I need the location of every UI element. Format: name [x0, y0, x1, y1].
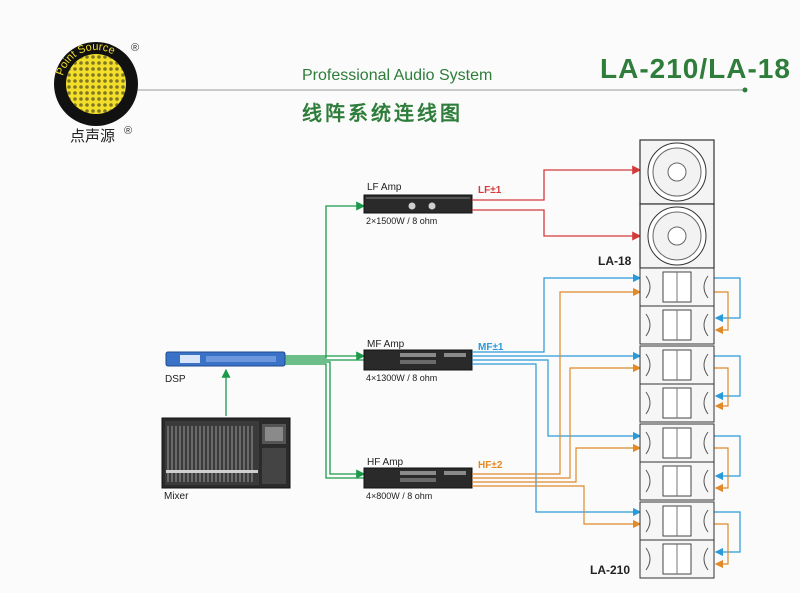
chinese-brand-name: 点声源 [70, 127, 115, 145]
hf-amp-label: HF Amp [367, 457, 404, 468]
model-title: LA-210/LA-18 [600, 53, 791, 84]
mf-output-tag: MF±1 [478, 342, 504, 353]
la210-box-7 [639, 501, 715, 541]
la18-sub-bottom [639, 203, 715, 269]
la210-box-6 [639, 461, 715, 501]
la18-sub-top [639, 139, 715, 205]
dsp-unit [165, 351, 286, 367]
hf-amp-unit [363, 467, 473, 489]
la210-label: LA-210 [590, 563, 630, 577]
lf-output-tag: LF±1 [478, 185, 502, 196]
la18-label: LA-18 [598, 254, 632, 268]
mixer-label: Mixer [164, 491, 189, 502]
point-source-logo: Point Source [54, 41, 138, 126]
la210-box-4 [639, 383, 715, 423]
lf-cables [472, 165, 642, 241]
la210-box-1 [639, 267, 715, 307]
mf-amp-label: MF Amp [367, 339, 405, 350]
chinese-title: 线阵系统连线图 [302, 101, 463, 125]
hf-cables [472, 287, 729, 569]
hf-amp-spec: 4×800W / 8 ohm [366, 491, 432, 501]
chinese-brand-registered: ® [124, 125, 132, 137]
lf-amp-spec: 2×1500W / 8 ohm [366, 216, 437, 226]
subtitle: Professional Audio System [302, 67, 492, 84]
la210-box-8 [639, 539, 715, 579]
logo-registered-mark: ® [131, 42, 139, 54]
dsp-label: DSP [165, 374, 186, 385]
la210-box-2 [639, 305, 715, 345]
mixer-console [161, 417, 291, 489]
signal-lines [221, 201, 366, 479]
mf-amp-unit [363, 349, 473, 371]
lf-amp-unit [363, 194, 473, 214]
lf-amp-label: LF Amp [367, 182, 402, 193]
la210-box-5 [639, 423, 715, 463]
la210-box-3 [639, 345, 715, 385]
header-rule-dot [742, 87, 748, 93]
mf-amp-spec: 4×1300W / 8 ohm [366, 373, 437, 383]
hf-output-tag: HF±2 [478, 460, 503, 471]
